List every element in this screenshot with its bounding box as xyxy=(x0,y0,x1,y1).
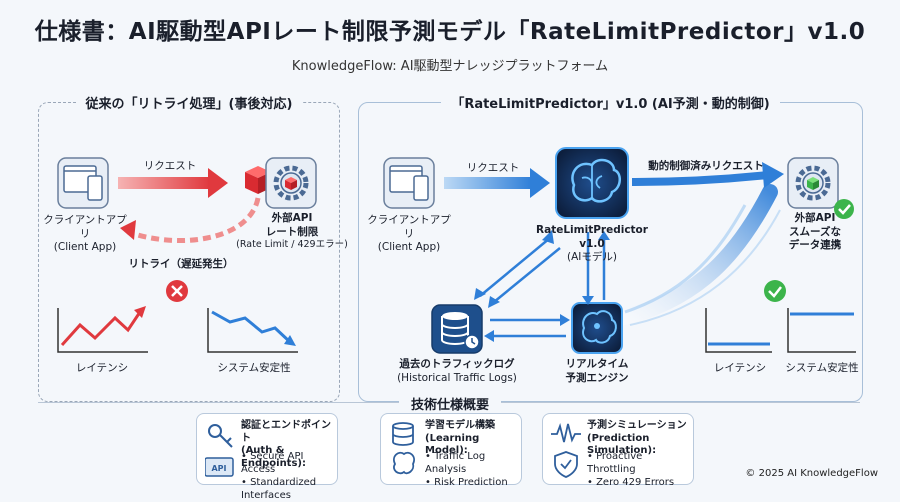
external-api-gear-icon xyxy=(265,157,317,209)
ai-predictor-panel: 「RateLimitPredictor」v1.0 (AI予測・動的制御) xyxy=(358,97,863,402)
waveform-icon xyxy=(551,420,581,484)
client-app-icon-right xyxy=(383,157,435,209)
failure-x-icon xyxy=(166,280,188,302)
legacy-retry-panel: 従来の「リトライ処理」(事後対応) xyxy=(38,97,340,402)
rate-limit-cube-icon xyxy=(245,166,271,194)
request-arrow-blue xyxy=(444,168,550,198)
spec-card-simulation: 予測シミュレーション(Prediction Simulation): • Pro… xyxy=(542,413,694,488)
legacy-external-label: 外部API レート制限 (Rate Limit / 429エラー) xyxy=(236,212,348,251)
controlled-request-arrow xyxy=(631,162,784,188)
realtime-engine-brain-icon xyxy=(571,302,623,354)
ai-latency-chart xyxy=(705,308,772,353)
page-subtitle: KnowledgeFlow: AI駆動型ナレッジプラットフォーム xyxy=(291,59,609,74)
feedback-sweep-arrow xyxy=(612,184,781,326)
spec-heading: 技術仕様概要 xyxy=(0,394,900,413)
external-api-gear-icon-right xyxy=(787,157,839,209)
ai-stability-label: システム安定性 xyxy=(785,362,859,374)
retry-label: リトライ（遅延発生） xyxy=(128,258,234,270)
legacy-latency-chart xyxy=(57,306,148,353)
success-check-icon xyxy=(764,280,786,302)
logs-engine-arrows xyxy=(484,314,570,342)
legacy-stability-label: システム安定性 xyxy=(217,362,291,374)
legacy-request-label: リクエスト xyxy=(143,160,197,172)
client-app-icon xyxy=(57,157,109,209)
shield-icon xyxy=(554,451,578,478)
spec-card-items: • Proactive Throttling• Zero 429 Errors xyxy=(587,451,675,488)
engine-predictor-arrows xyxy=(582,231,610,305)
controlled-request-label: 動的制御済みリクエスト xyxy=(648,160,764,172)
ai-latency-label: レイテンシ xyxy=(713,362,767,374)
traffic-logs-database-icon xyxy=(431,304,483,354)
ai-panel-heading: 「RateLimitPredictor」v1.0 (AI予測・動的制御) xyxy=(441,97,780,112)
spec-card-learning: 学習モデル構築(Learning Model): • Traffic Log A… xyxy=(380,413,522,488)
external-check-icon xyxy=(834,199,854,219)
database-icon xyxy=(389,420,419,484)
legacy-latency-label: レイテンシ xyxy=(75,362,129,374)
predictor-label: RateLimitPredictor v1.0(AIモデル) xyxy=(536,224,648,264)
ai-client-label: クライアントアプリ(Client App) xyxy=(367,214,451,254)
page-title: 仕様書：AI駆動型APIレート制限予測モデル「RateLimitPredicto… xyxy=(34,19,866,45)
spec-card-title: 予測シミュレーション(Prediction Simulation): xyxy=(587,420,687,456)
traffic-logs-label: 過去のトラフィックログ(Historical Traffic Logs) xyxy=(397,358,517,384)
ai-request-label: リクエスト xyxy=(466,162,520,174)
copyright-text: © 2025 AI KnowledgeFlow xyxy=(745,468,878,479)
key-icon: API xyxy=(204,420,235,484)
spec-card-items: • Secure API Access• Standardized Interf… xyxy=(241,451,317,501)
api-badge-text: API xyxy=(211,464,226,473)
ai-stability-chart xyxy=(787,308,856,353)
legacy-panel-heading: 従来の「リトライ処理」(事後対応) xyxy=(75,97,303,112)
spec-card-auth: API 認証とエンドポイント(Auth & Endpoints): • Secu… xyxy=(196,413,338,501)
logs-predictor-arrows xyxy=(474,230,561,308)
legacy-client-label: クライアントアプリ(Client App) xyxy=(43,214,127,254)
spec-card-title: 学習モデル構築(Learning Model): xyxy=(425,420,495,456)
predictor-brain-icon xyxy=(555,147,629,219)
retry-arrow xyxy=(120,197,261,244)
request-arrow-red xyxy=(118,168,228,198)
realtime-engine-label: リアルタイム予測エンジン xyxy=(565,358,629,384)
legacy-stability-chart xyxy=(207,308,298,353)
spec-card-title: 認証とエンドポイント(Auth & Endpoints): xyxy=(241,420,331,469)
spec-card-items: • Traffic Log Analysis• Risk Prediction xyxy=(425,451,508,488)
